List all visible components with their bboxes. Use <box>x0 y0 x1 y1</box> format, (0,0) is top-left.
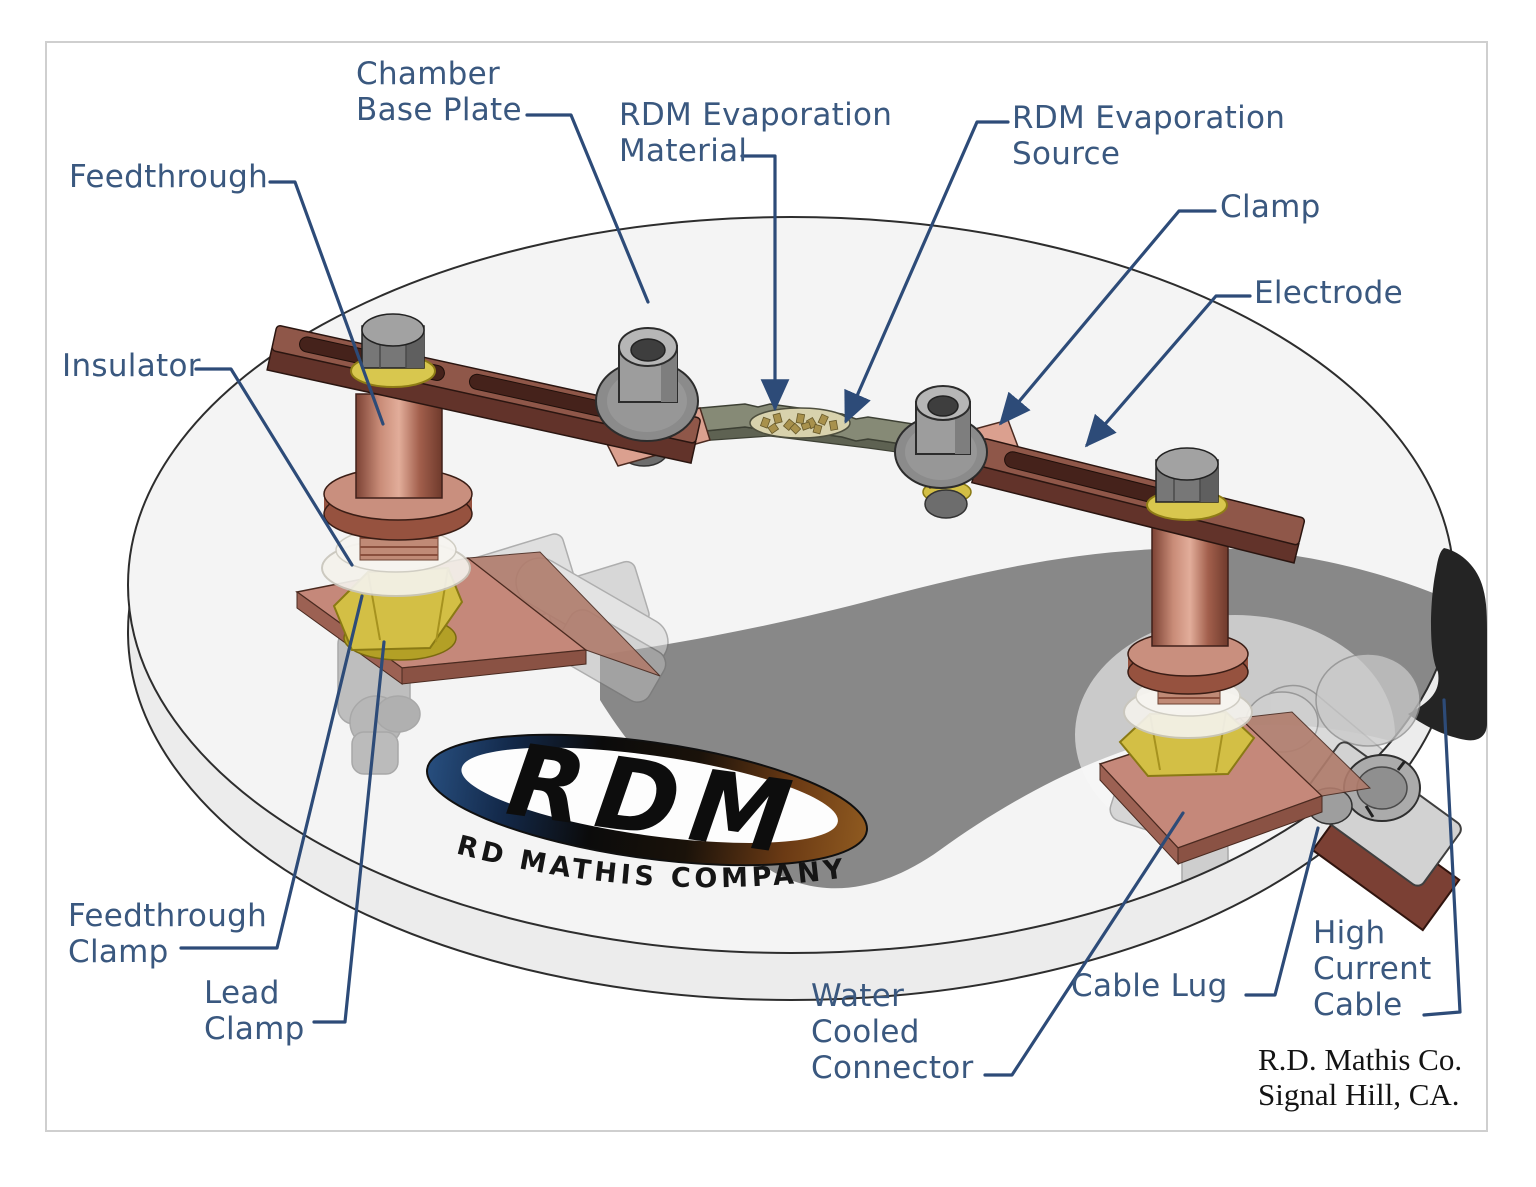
left-feedthrough-assembly <box>266 313 711 685</box>
leader-feedthrough-clamp <box>179 594 364 950</box>
leader-evaporation-source <box>844 120 1010 424</box>
leader-water-cooled-connector <box>983 811 1185 1077</box>
leader-feedthrough <box>268 180 385 426</box>
leader-lines <box>179 113 1462 1077</box>
right-feedthrough-assembly <box>894 385 1372 866</box>
evaporation-material-pellets <box>759 412 839 435</box>
leader-cable-lug <box>1244 826 1320 997</box>
leader-chamber-base-plate <box>525 113 650 304</box>
feedthrough-stem <box>355 393 443 499</box>
leader-high-current-cable <box>1422 698 1462 1017</box>
leader-lead-clamp <box>312 640 386 1024</box>
leader-evaporation-material <box>740 154 790 412</box>
hex-bolt-right <box>1146 447 1228 521</box>
clamp-screw-right <box>894 385 988 489</box>
high-current-cable <box>1408 548 1487 741</box>
leader-insulator <box>194 367 354 567</box>
clamp-screw-left <box>595 327 699 442</box>
hex-bolt-left <box>350 313 436 388</box>
leader-clamp <box>998 209 1217 426</box>
leader-electrode <box>1084 294 1252 448</box>
